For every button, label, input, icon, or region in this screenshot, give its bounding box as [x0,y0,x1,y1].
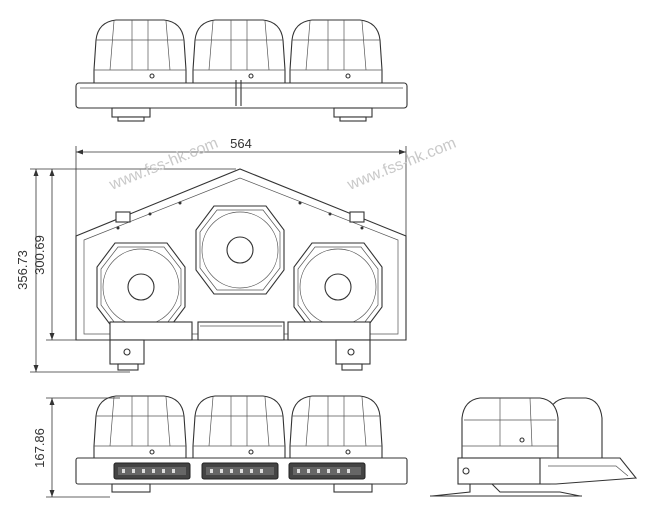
width-dimension-label: 564 [230,136,252,151]
overall-height-label: 356.73 [15,250,30,290]
inner-height-label: 300.69 [32,235,47,275]
watermark-right: www.fss-hk.com [344,135,458,194]
side-elevation [430,397,638,497]
side-height-label: 167.86 [32,428,47,468]
front-elevation-top [75,19,408,122]
plan-view [30,146,407,373]
front-elevation-bottom [46,395,408,498]
